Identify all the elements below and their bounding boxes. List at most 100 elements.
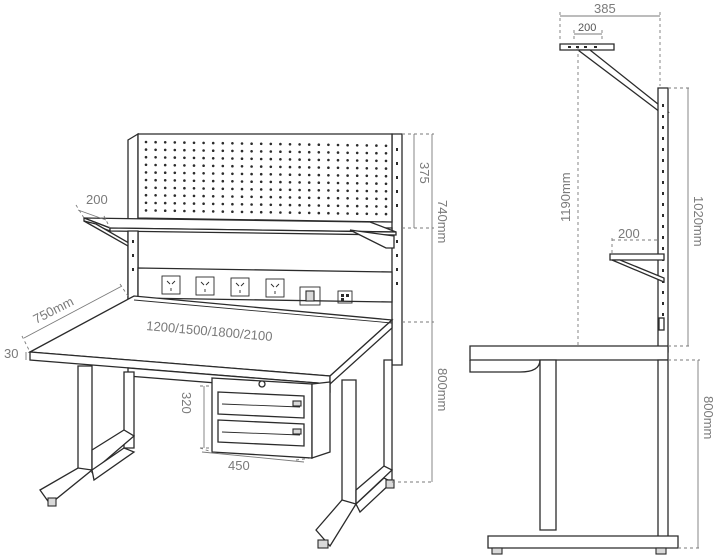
peg-hole [154,156,157,159]
front-view: 200 750mm 30 1200/1500/1800/2100 375 740… [4,132,450,549]
peg-hole [327,151,330,154]
peg-hole [269,211,273,214]
peg-hole [279,203,282,207]
peg-hole [173,164,177,167]
peg-hole [211,149,215,152]
peg-hole [269,150,273,153]
peg-hole [279,150,282,153]
peg-hole [298,143,301,146]
peg-hole [298,173,301,177]
peg-hole [144,178,148,182]
peg-hole [163,186,167,190]
peg-hole [375,212,378,216]
side-desk-height-label: 800mm [701,396,716,439]
peg-hole [192,179,196,183]
peg-hole [183,164,186,167]
peg-hole [240,149,244,153]
switch-icon [299,286,321,306]
post-hole [662,269,664,272]
peg-hole [211,141,215,145]
post-hole [662,225,664,228]
peg-hole [384,144,388,148]
peg-hole [298,158,301,161]
pegboard [137,133,393,223]
side-view: 385 200 1190mm 1020mm 200 800mm [469,1,716,555]
side-lower-bracket [611,259,665,283]
peg-hole [183,209,186,213]
peg-hole [288,188,292,192]
peg-hole [183,148,186,152]
peg-hole [221,187,225,191]
peg-hole [259,150,263,153]
peg-hole [192,209,196,213]
peg-hole [317,143,321,146]
peg-hole [384,174,388,178]
desk-height-label: 800mm [435,368,450,411]
peg-hole [384,159,388,163]
peg-hole [231,180,234,183]
peg-hole [298,188,301,192]
peg-hole [346,189,349,193]
peg-hole [279,142,282,146]
peg-hole [307,211,311,215]
peg-hole [317,158,321,162]
peg-hole [231,195,234,198]
peg-hole [154,140,157,144]
peg-hole [173,194,177,197]
peg-hole [221,141,225,145]
post-hole [662,104,664,107]
peg-hole [346,204,349,208]
peg-hole [269,157,273,161]
peg-hole [317,166,321,169]
lower-shelf-depth-label: 200 [618,226,640,241]
peg-hole [365,167,369,170]
peg-hole [375,159,378,163]
peg-hole [355,197,359,200]
socket-icon [265,278,285,298]
peg-hole [192,187,196,190]
side-apron [469,359,541,373]
peg-hole [317,189,321,192]
peg-hole [355,166,359,170]
peg-hole [346,174,349,177]
peg-hole [269,142,273,146]
peg-hole [250,142,253,145]
peg-hole [240,157,244,160]
peg-hole [269,188,273,191]
peg-hole [192,141,196,145]
peg-hole [346,212,349,215]
peg-hole [154,163,157,167]
peg-hole [259,172,263,176]
peg-hole [298,165,301,169]
peg-hole [173,179,177,182]
socket-icon [230,277,250,297]
post-hole [662,291,664,294]
drawer-cabinet [211,377,331,459]
peg-hole [307,158,311,162]
peg-hole [240,165,244,168]
peg-hole [365,182,369,185]
peg-hole [192,149,196,152]
peg-hole [346,166,349,170]
peg-hole [288,203,292,207]
peg-hole [211,179,215,183]
peg-hole [221,157,225,160]
peg-hole [250,210,253,214]
peg-hole [317,196,321,200]
peg-hole [288,143,292,146]
peg-hole [144,201,148,205]
peg-hole [221,149,225,153]
peg-hole [288,211,292,214]
peg-hole [346,197,349,200]
peg-hole [298,196,301,199]
peg-hole [307,188,311,192]
upper-frame-label: 1020mm [691,196,706,247]
peg-hole [259,180,263,184]
peg-hole [355,144,359,147]
top-shelf-inner-label: 200 [578,22,596,34]
peg-hole [250,203,253,206]
peg-hole [298,181,301,184]
upright-height-label: 740mm [435,200,450,243]
peg-hole [192,171,196,175]
peg-hole [173,171,177,175]
